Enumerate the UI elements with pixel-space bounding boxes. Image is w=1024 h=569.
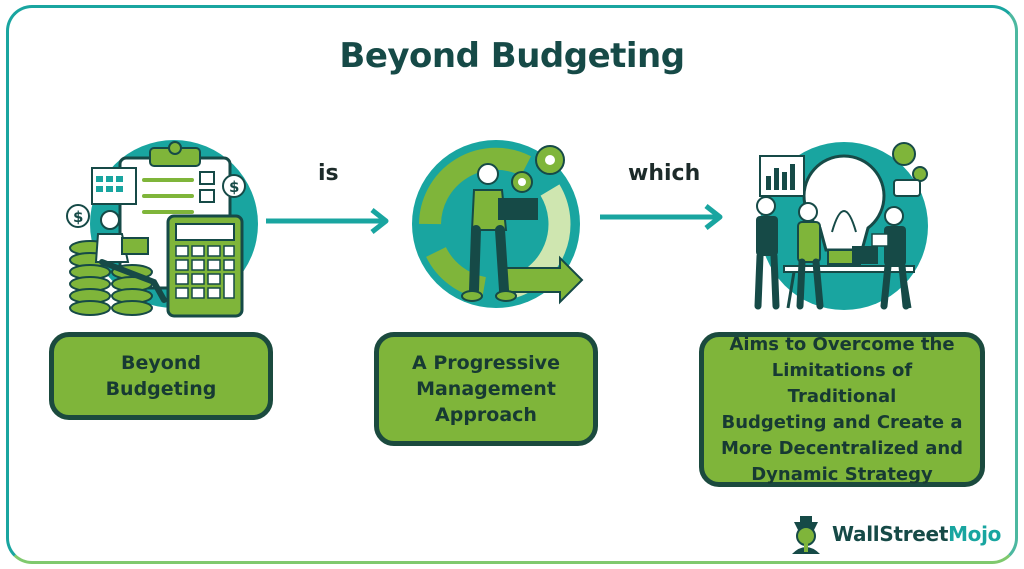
box-line: Approach: [435, 404, 537, 426]
box-line: Management: [416, 378, 556, 400]
svg-text:$: $: [73, 208, 83, 226]
box-line: Dynamic Strategy: [751, 463, 933, 485]
concept-box-aims: Aims to Overcome the Limitations of Trad…: [699, 332, 985, 487]
diagram-title: Beyond Budgeting: [339, 36, 685, 76]
right-arrow-icon: [600, 204, 723, 230]
box-line: Budgeting: [105, 378, 217, 400]
team-idea-illustration: [754, 142, 928, 310]
box-line: More Decentralized and: [720, 437, 964, 459]
brand-name: WallStreetMojo: [832, 522, 1001, 546]
brand-part-mojo: Mojo: [948, 522, 1002, 546]
progressive-cycle-illustration: [412, 140, 584, 308]
box-line: Limitations of Traditional: [771, 359, 913, 407]
box-line: Aims to Overcome the: [729, 333, 955, 355]
box-line: Beyond: [121, 352, 201, 374]
svg-text:$: $: [229, 178, 239, 196]
brand-logo: WallStreetMojo: [788, 514, 1001, 554]
concept-box-beyond-budgeting: Beyond Budgeting: [49, 332, 273, 420]
connector-which: which: [628, 161, 701, 186]
connector-is: is: [318, 161, 339, 186]
brand-part-street: Street: [879, 522, 949, 546]
right-arrow-icon: [266, 208, 389, 234]
budget-accounting-illustration: $ $: [66, 140, 258, 318]
wallstreetmojo-logo-icon: [792, 516, 820, 554]
box-line: Budgeting and Create a: [721, 411, 963, 433]
concept-box-progressive-approach: A Progressive Management Approach: [374, 332, 598, 446]
box-line: A Progressive: [412, 352, 560, 374]
brand-part-wall: Wall: [832, 522, 880, 546]
